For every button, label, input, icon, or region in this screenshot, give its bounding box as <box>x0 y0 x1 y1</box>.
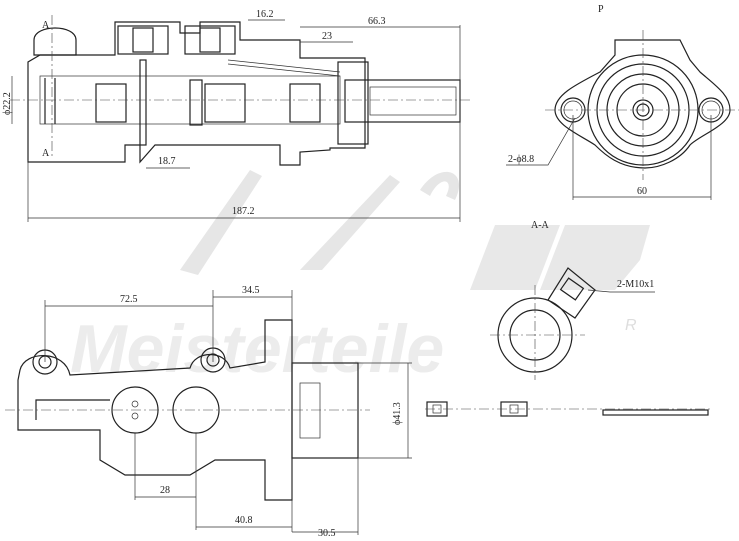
flange-view-p <box>506 30 739 200</box>
dim-30-5: 30.5 <box>318 528 336 539</box>
watermark-brand: Meisterteile <box>70 311 444 387</box>
dim-41-3: ϕ41.3 <box>392 402 403 425</box>
dim-28: 28 <box>160 485 170 496</box>
dim-holes: 2-ϕ8.8 <box>508 154 534 165</box>
bottom-view <box>5 290 412 535</box>
dim-16-2: 16.2 <box>256 9 274 20</box>
view-label-p: P <box>598 4 604 15</box>
small-parts <box>425 401 710 417</box>
dim-72-5: 72.5 <box>120 294 138 305</box>
dim-187-2: 187.2 <box>232 206 255 217</box>
dim-40-8: 40.8 <box>235 515 253 526</box>
top-dimension-lines <box>11 19 461 222</box>
watermark: Meisterteile R <box>70 170 650 387</box>
dim-bore: ϕ22.2 <box>2 92 13 115</box>
section-a-a <box>490 267 655 380</box>
dim-60: 60 <box>637 186 647 197</box>
dim-18-7: 18.7 <box>158 156 176 167</box>
dim-66-3: 66.3 <box>368 16 386 27</box>
dim-23: 23 <box>322 31 332 42</box>
watermark-registered: R <box>625 317 637 334</box>
section-marker-bottom: A <box>42 148 50 159</box>
section-marker-top: A <box>42 20 50 31</box>
dim-thread: 2-M10x1 <box>617 279 654 290</box>
section-view-top <box>10 15 470 166</box>
view-label-a-a: A-A <box>531 220 550 231</box>
dim-34-5: 34.5 <box>242 285 260 296</box>
